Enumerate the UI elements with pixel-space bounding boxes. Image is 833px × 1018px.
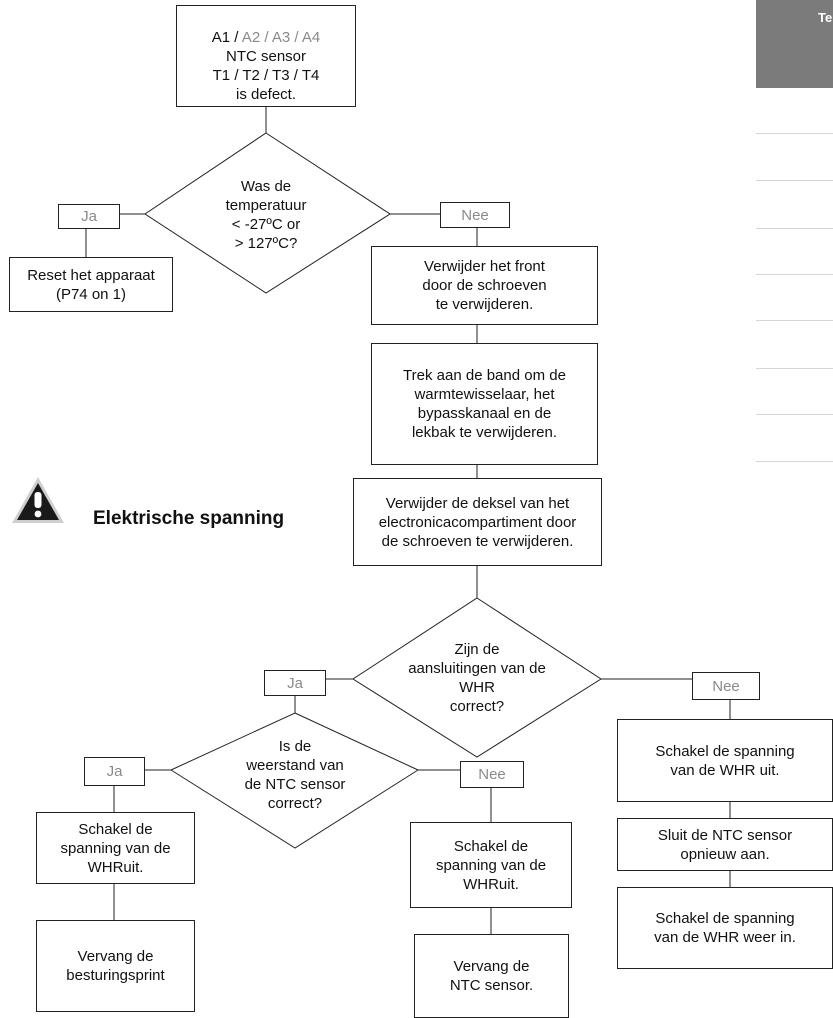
remove-front-box: Verwijder het front door de schroeven te…	[371, 246, 598, 325]
warning-triangle-icon	[12, 477, 64, 523]
power-off-right-box: Schakel de spanning van de WHR uit.	[617, 719, 833, 802]
decision-diamond-temperature	[144, 132, 391, 294]
question-resistance: Is de weerstand van de NTC sensor correc…	[244, 738, 346, 812]
answer-no-resistance: Nee	[460, 761, 524, 788]
start-line-4: is defect.	[235, 85, 297, 103]
sidebar-table-row-divider	[756, 368, 833, 369]
sidebar-table-subheader	[756, 44, 833, 88]
remove-heat-exchanger-box: Trek aan de band om de warmtewisselaar, …	[371, 343, 598, 465]
sidebar-table-row-divider	[756, 228, 833, 229]
start-code-a1: A1 /	[211, 28, 239, 46]
start-line-1: A1 / A2 / A3 / A4	[212, 9, 320, 47]
decision-diamond-resistance	[169, 712, 420, 849]
power-off-middle-box: Schakel de spanning van de WHRuit.	[410, 822, 572, 908]
sidebar-table-row-divider	[756, 414, 833, 415]
question-temperature: Was de temperatuur < -27ºC or > 127ºC?	[225, 178, 307, 252]
answer-yes-temperature: Ja	[58, 204, 120, 229]
answer-no-temperature: Nee	[440, 202, 510, 228]
decision-diamond-connections	[352, 597, 602, 758]
start-box: A1 / A2 / A3 / A4 NTC sensor T1 / T2 / T…	[176, 5, 356, 107]
replace-controller-box: Vervang de besturingsprint	[36, 920, 195, 1012]
start-line-3: T1 / T2 / T3 / T4	[212, 66, 320, 84]
reconnect-sensor-box: Sluit de NTC sensor opnieuw aan.	[617, 818, 833, 871]
answer-no-connections: Nee	[692, 672, 760, 700]
replace-sensor-box: Vervang de NTC sensor.	[414, 934, 569, 1018]
sidebar-table-header: Temperatuur	[756, 0, 833, 44]
start-line-2: NTC sensor	[225, 47, 307, 65]
power-on-right-box: Schakel de spanning van de WHR weer in.	[617, 887, 833, 969]
power-off-left-box: Schakel de spanning van de WHRuit.	[36, 812, 195, 884]
question-connections: Zijn de aansluitingen van de WHR correct…	[408, 641, 546, 715]
sidebar-table-row-divider	[756, 180, 833, 181]
sidebar-table-row-divider	[756, 133, 833, 134]
answer-yes-resistance: Ja	[84, 757, 145, 786]
reset-device-box: Reset het apparaat (P74 on 1)	[9, 257, 173, 312]
sidebar-table-row-divider	[756, 320, 833, 321]
start-code-rest: A2 / A3 / A4	[238, 28, 321, 46]
warning-label: Elektrische spanning	[93, 508, 285, 529]
answer-yes-connections: Ja	[264, 670, 326, 696]
sidebar-table-row-divider	[756, 461, 833, 462]
remove-cover-box: Verwijder de deksel van het electronicac…	[353, 478, 602, 566]
sidebar-table-row-divider	[756, 274, 833, 275]
